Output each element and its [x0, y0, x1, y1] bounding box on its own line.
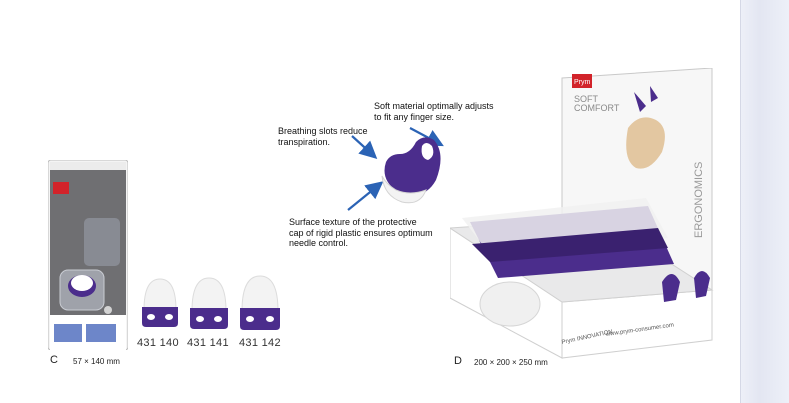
callout-soft-material: Soft material optimally adjusts to fit a… — [374, 101, 494, 122]
caption-dims-c: 57 × 140 mm — [73, 357, 120, 366]
callout-surface-texture: Surface texture of the protective cap of… — [289, 217, 433, 248]
caption-dims-d: 200 × 200 × 250 mm — [474, 358, 548, 367]
thimble-medium — [188, 275, 230, 332]
sku-label: 431 140 — [137, 337, 179, 349]
feature-diagram — [347, 127, 444, 211]
thimble-close-up — [479, 281, 541, 327]
thimble-large — [238, 273, 282, 333]
caption-letter-c: C — [50, 354, 58, 366]
arrow-icon — [351, 135, 378, 159]
page-edge-strip — [740, 0, 789, 403]
brand-name: Prym — [574, 79, 591, 86]
sku-label: 431 142 — [239, 337, 281, 349]
counter-display: Prym SOFT COMFORT ERGONOMICS www.prym-co… — [450, 68, 714, 359]
callout-breathing-slots: Breathing slots reduce transpiration. — [278, 126, 368, 147]
thimble-detail — [381, 137, 441, 204]
thimble-small — [140, 275, 180, 330]
hand-image — [626, 117, 665, 169]
arrow-icon — [347, 181, 384, 211]
sku-label: 431 141 — [187, 337, 229, 349]
product-line-soft: SOFT — [574, 94, 599, 104]
catalog-page: 431 140 431 141 431 142 C 57 × 140 mm So… — [47, 68, 714, 367]
side-label: ERGONOMICS — [693, 162, 705, 238]
product-line-comfort: COMFORT — [574, 103, 620, 113]
thimble-rows — [462, 198, 674, 278]
blister-pack — [47, 159, 129, 351]
caption-letter-d: D — [454, 355, 462, 367]
brand-logo — [572, 74, 592, 88]
